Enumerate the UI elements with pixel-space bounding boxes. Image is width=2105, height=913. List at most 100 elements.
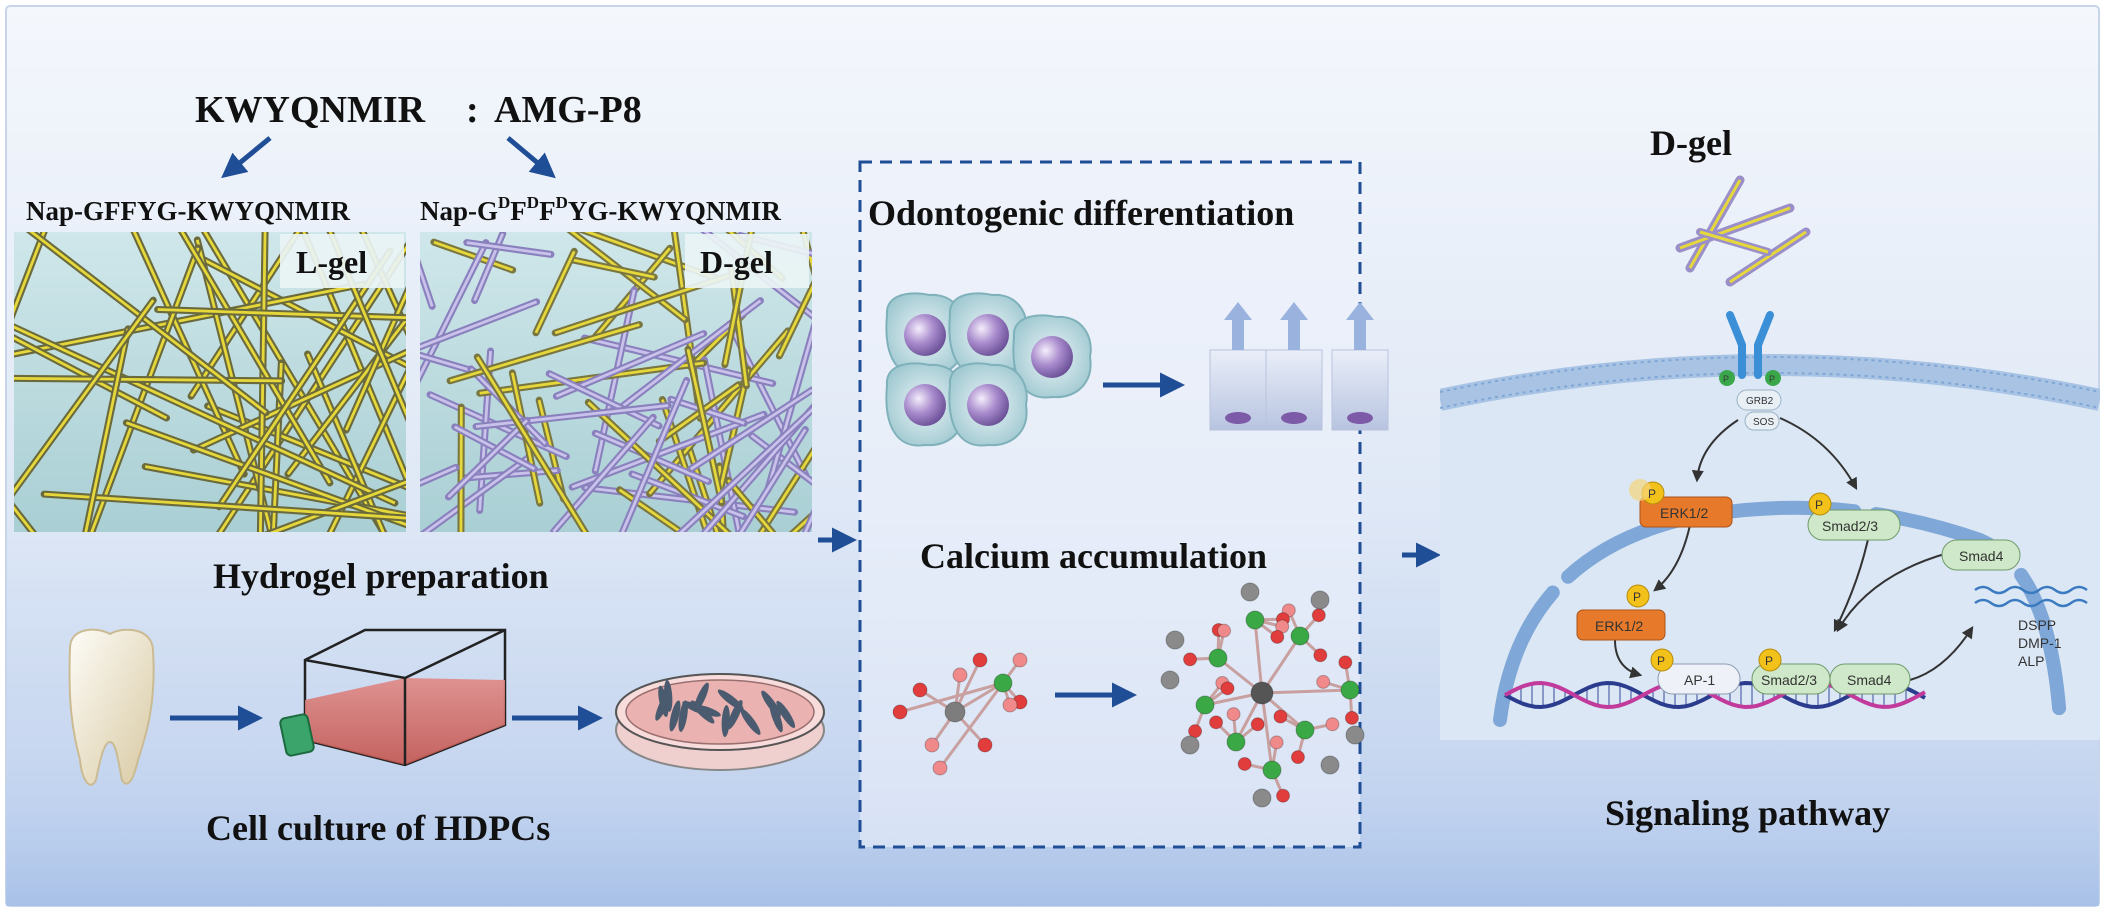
- arrow-to-smad23: [1779, 417, 1858, 491]
- smad4-cyto-node: Smad4: [1941, 539, 2021, 571]
- atom: [1217, 623, 1232, 638]
- atom: [1195, 695, 1215, 715]
- atom: [1237, 756, 1252, 771]
- atom: [1208, 648, 1228, 668]
- atom: [1320, 755, 1340, 775]
- cultured-cell: [678, 700, 688, 732]
- gene-dmp1: DMP-1: [2018, 635, 2062, 651]
- receptor-icon: P P: [1719, 311, 1781, 386]
- atom: [892, 704, 908, 720]
- atom: [1345, 725, 1365, 745]
- odontoblast-group: [1209, 302, 1389, 431]
- d-gel-fiber-bundle: [1675, 175, 1811, 287]
- cultured-cell: [669, 700, 681, 732]
- atom: [1311, 608, 1326, 623]
- tooth-icon: [68, 628, 155, 786]
- hydrogel-preparation-title: Hydrogel preparation: [213, 556, 549, 596]
- ratio-separator: :: [466, 89, 479, 131]
- atom: [1240, 582, 1260, 602]
- atom: [912, 682, 928, 698]
- erk-cyto-node: ERK1/2 P: [1629, 479, 1733, 528]
- svg-text:P: P: [1633, 590, 1641, 604]
- l-gel-sequence: Nap-GFFYG-KWYQNMIR: [26, 196, 350, 226]
- atom: [952, 667, 968, 683]
- atom: [1262, 760, 1282, 780]
- atom: [1250, 681, 1274, 705]
- l-gel-fibers: [14, 232, 406, 532]
- cultured-cell: [717, 689, 744, 711]
- atom: [977, 737, 993, 753]
- atom: [1313, 648, 1328, 663]
- cell-membrane: [1440, 354, 2100, 411]
- petri-dish-icon: [615, 673, 825, 771]
- atom: [1165, 630, 1185, 650]
- l-gel-label: L-gel: [296, 244, 367, 280]
- arrow-to-genes: [1909, 625, 1974, 681]
- svg-text:Smad2/3: Smad2/3: [1822, 518, 1878, 534]
- ratio-right: AMG-P8: [494, 89, 642, 131]
- arrow-to-erk: [1691, 419, 1739, 483]
- svg-text:P: P: [1765, 654, 1773, 668]
- atom: [1316, 674, 1331, 689]
- signaling-pathway-title: Signaling pathway: [1605, 793, 1890, 833]
- atom: [924, 737, 940, 753]
- arrow-to-d-gel: [506, 136, 556, 179]
- atom: [1290, 750, 1305, 765]
- cytoplasm: [1440, 365, 2100, 740]
- svg-text:ERK1/2: ERK1/2: [1660, 505, 1708, 521]
- cultured-cell: [776, 700, 796, 729]
- ion-molecule-small: [892, 652, 1028, 776]
- atom: [1180, 735, 1200, 755]
- atom: [1340, 680, 1360, 700]
- atom: [1325, 717, 1340, 732]
- atom: [1226, 707, 1241, 722]
- atom: [944, 701, 966, 723]
- atom: [1276, 788, 1291, 803]
- svg-text:P: P: [1723, 374, 1729, 384]
- atom: [1012, 652, 1028, 668]
- culture-flask-icon: [279, 628, 507, 767]
- atom: [1310, 590, 1330, 610]
- d-gel-label-box: [685, 234, 809, 288]
- atom: [972, 652, 988, 668]
- atom: [1209, 715, 1224, 730]
- center-dashed-box: [858, 160, 1362, 849]
- atom: [1183, 652, 1198, 667]
- atom: [1226, 732, 1246, 752]
- sos-node: SOS: [1744, 411, 1780, 431]
- ratio-left: KWYQNMIR: [195, 89, 426, 131]
- cultured-cell: [721, 705, 730, 738]
- odontogenic-title: Odontogenic differentiation: [868, 193, 1294, 233]
- svg-text:GRB2: GRB2: [1746, 396, 1774, 407]
- cultured-cell: [658, 685, 669, 718]
- atom: [1295, 720, 1315, 740]
- dna-strand: [1504, 680, 1926, 710]
- cultured-cell: [690, 704, 721, 717]
- atom: [1220, 681, 1235, 696]
- arrow-smad4-to-nucleus: [1836, 552, 1949, 633]
- ap1-node: AP-1 P: [1650, 648, 1741, 695]
- calcium-phosphate-cluster: [1160, 582, 1365, 808]
- atom: [1160, 670, 1180, 690]
- atom: [1245, 610, 1265, 630]
- svg-text:P: P: [1769, 374, 1775, 384]
- svg-text:P: P: [1815, 498, 1823, 512]
- svg-text:Smad4: Smad4: [1847, 672, 1892, 688]
- atom: [993, 673, 1013, 693]
- erk-nuc-node: ERK1/2 P: [1576, 584, 1666, 641]
- d-gel-fibers: [420, 232, 812, 532]
- atom: [1002, 697, 1018, 713]
- nuclear-envelope: [1493, 500, 2067, 727]
- atom: [1250, 717, 1265, 732]
- atom: [932, 760, 948, 776]
- atom: [1270, 629, 1285, 644]
- odontoblast: [1331, 302, 1389, 431]
- stem-cells-group: [885, 292, 1092, 447]
- smad4-nuc-node: Smad4: [1829, 663, 1911, 695]
- atom: [1269, 735, 1284, 750]
- svg-text:ERK1/2: ERK1/2: [1595, 618, 1643, 634]
- arrow-erk-to-ap1: [1614, 639, 1643, 679]
- d-gel-panel: D-gel: [420, 232, 812, 532]
